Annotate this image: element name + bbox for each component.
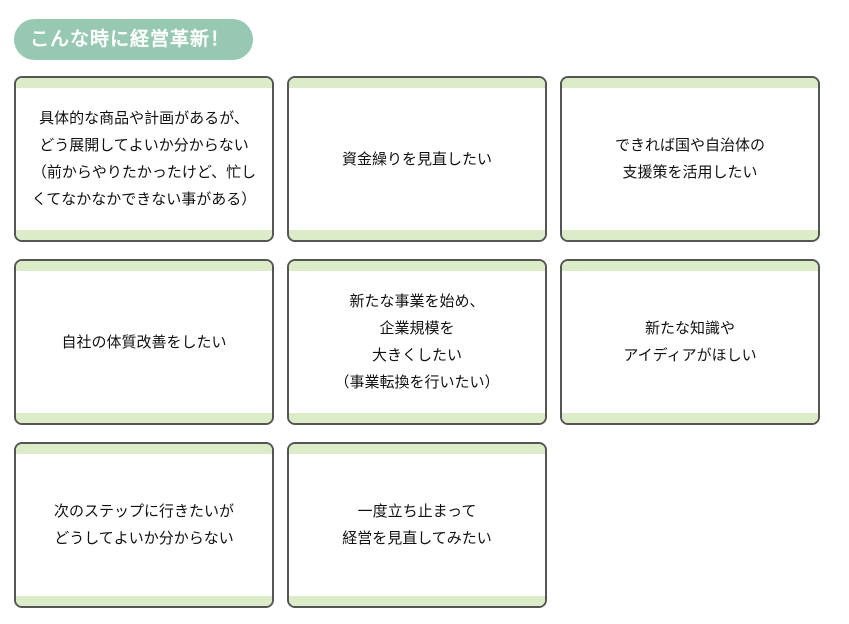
- card-improve-constitution[interactable]: 自社の体質改善をしたい: [14, 259, 274, 425]
- card-support-measures[interactable]: できれば国や自治体の 支援策を活用したい: [560, 76, 820, 242]
- card-text: できれば国や自治体の 支援策を活用したい: [614, 136, 765, 181]
- card-cash-flow[interactable]: 資金繰りを見直したい: [287, 76, 547, 242]
- card-text: 新たな事業を始め、 企業規模を 大きくしたい （事業転換を行いたい）: [334, 292, 500, 391]
- card-text: 資金繰りを見直したい: [341, 149, 492, 168]
- section-title: こんな時に経営革新！: [14, 19, 253, 60]
- card-review-management[interactable]: 一度立ち止まって 経営を見直してみたい: [287, 442, 547, 608]
- card-text: 具体的な商品や計画があるが、 どう展開してよいか分からない （前からやりたかった…: [31, 109, 257, 208]
- card-text: 一度立ち止まって 経営を見直してみたい: [342, 502, 492, 547]
- card-product-plan[interactable]: 具体的な商品や計画があるが、 どう展開してよいか分からない （前からやりたかった…: [14, 76, 274, 242]
- card-text: 自社の体質改善をしたい: [61, 332, 227, 351]
- card-text: 新たな知識や アイディアがほしい: [623, 319, 757, 364]
- card-new-business[interactable]: 新たな事業を始め、 企業規模を 大きくしたい （事業転換を行いたい）: [287, 259, 547, 425]
- card-new-knowledge[interactable]: 新たな知識や アイディアがほしい: [560, 259, 820, 425]
- card-text: 次のステップに行きたいが どうしてよいか分からない: [53, 502, 234, 547]
- card-next-step[interactable]: 次のステップに行きたいが どうしてよいか分からない: [14, 442, 274, 608]
